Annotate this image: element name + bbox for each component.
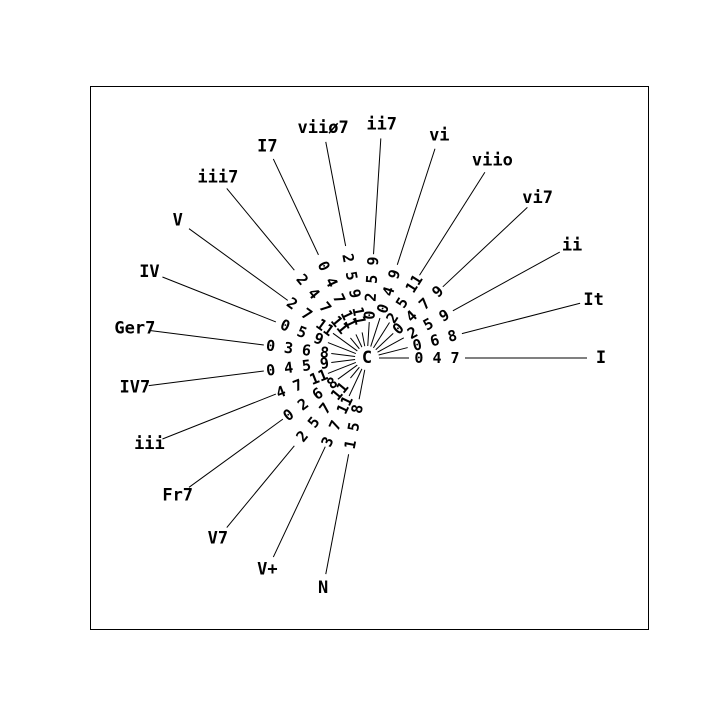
spoke-inner-line — [327, 342, 357, 355]
spoke-outer-line — [188, 418, 284, 488]
chord-label: vi7 — [522, 188, 553, 208]
chord-label: V7 — [208, 528, 228, 548]
chord-label: V — [173, 210, 183, 230]
chord-label: iii7 — [197, 168, 238, 188]
spoke-outer-line — [272, 446, 326, 558]
spoke-outer-line — [325, 454, 350, 575]
spoke-outer-line — [162, 393, 277, 440]
center-label: C — [362, 348, 372, 368]
chord-label: It — [583, 290, 603, 310]
spoke-inner-line — [337, 364, 358, 380]
chord-label: iii — [134, 434, 165, 454]
chord-label: viiø7 — [298, 118, 349, 138]
chord-label: N — [318, 578, 328, 598]
chord-label: IV — [139, 262, 159, 282]
spoke-outer-line — [148, 370, 264, 387]
spoke-inner-line — [331, 352, 356, 357]
spoke-inner-line — [378, 347, 408, 356]
spoke-outer-line — [373, 138, 382, 255]
spoke-inner-line — [367, 322, 370, 347]
spoke-inner-line — [377, 337, 405, 353]
spoke-0: 0 4 7 I — [379, 348, 606, 368]
spoke-inner-line — [358, 369, 366, 400]
spoke-outer-line — [442, 207, 528, 288]
spoke-outer-line — [148, 329, 264, 346]
spoke-inner-line — [348, 368, 363, 397]
spoke-outer-line — [452, 251, 561, 312]
chord-label: viio — [472, 150, 513, 170]
chord-label: Fr7 — [162, 486, 193, 506]
spoke-inner-line — [373, 322, 390, 349]
pitch-class-label: 0 4 7 — [414, 349, 459, 367]
spoke-inner-line — [350, 366, 360, 379]
plot-frame — [90, 86, 649, 630]
spoke-6: 0 2 5 9 ii7 — [360, 114, 397, 347]
spoke-inner-line — [375, 332, 394, 351]
spoke-inner-line — [361, 332, 366, 347]
spoke-outer-line — [325, 141, 347, 247]
spoke-outer-line — [226, 445, 295, 528]
chord-label: Ger7 — [114, 319, 155, 339]
spoke-outer-line — [226, 188, 295, 271]
spoke-outer-line — [188, 228, 289, 301]
spoke-outer-line — [461, 302, 581, 335]
spoke-outer-line — [272, 158, 319, 256]
spoke-outer-line — [162, 276, 277, 323]
chord-label: V+ — [257, 560, 277, 580]
spoke-inner-line — [331, 359, 356, 364]
chord-label: ii7 — [366, 114, 397, 134]
spoke-inner-line — [370, 317, 381, 347]
spoke-outer-line — [396, 148, 436, 265]
spoke-inner-line — [350, 337, 360, 350]
spoke-outer-line — [419, 171, 486, 276]
spoke-inner-line — [332, 332, 358, 352]
chord-label: IV7 — [119, 377, 150, 397]
spoke-inner-line — [355, 334, 363, 348]
pitch-class-label: 0 2 5 9 — [360, 256, 382, 320]
spoke-inner-line — [327, 361, 357, 374]
chord-label: vi — [429, 125, 449, 145]
chord-label: I — [596, 348, 606, 368]
chord-label: I7 — [257, 136, 277, 156]
chord-label: ii — [562, 235, 582, 255]
